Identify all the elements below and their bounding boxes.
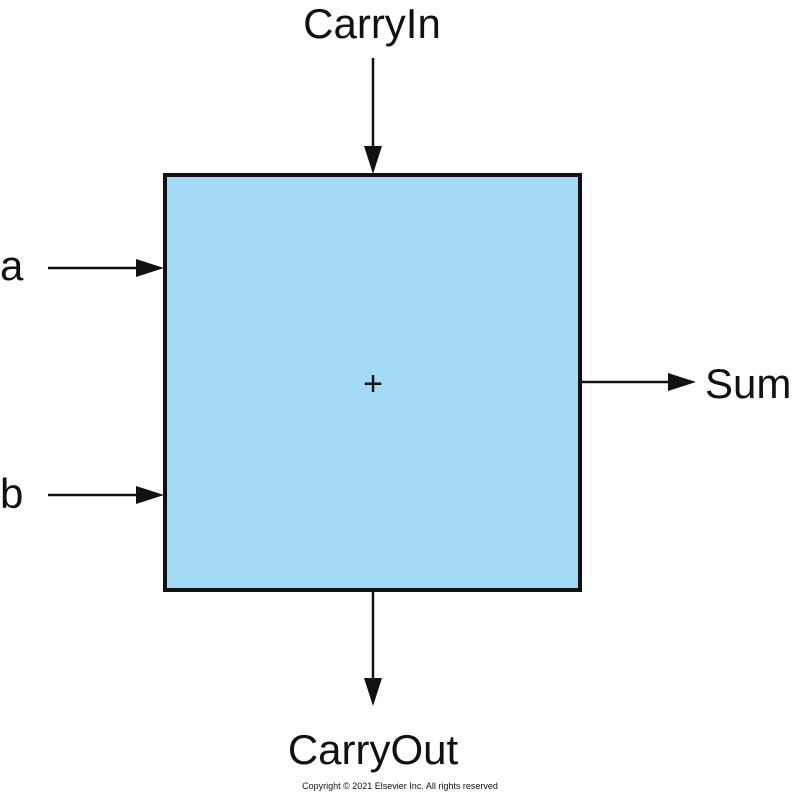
input-a-arrow xyxy=(48,259,164,277)
copyright-notice: Copyright © 2021 Elsevier Inc. All right… xyxy=(302,781,498,791)
sum-label: Sum xyxy=(705,360,791,407)
carry-in-arrow xyxy=(364,58,382,174)
carry-out-label: CarryOut xyxy=(288,726,459,773)
input-b-arrow xyxy=(48,486,164,504)
adder-block xyxy=(163,173,582,592)
input-b-label: b xyxy=(0,470,23,517)
adder-operator: + xyxy=(363,365,383,403)
sum-arrow xyxy=(582,373,696,391)
carry-out-arrow xyxy=(364,592,382,706)
input-a-label: a xyxy=(0,242,24,289)
carry-in-label: CarryIn xyxy=(303,0,441,47)
